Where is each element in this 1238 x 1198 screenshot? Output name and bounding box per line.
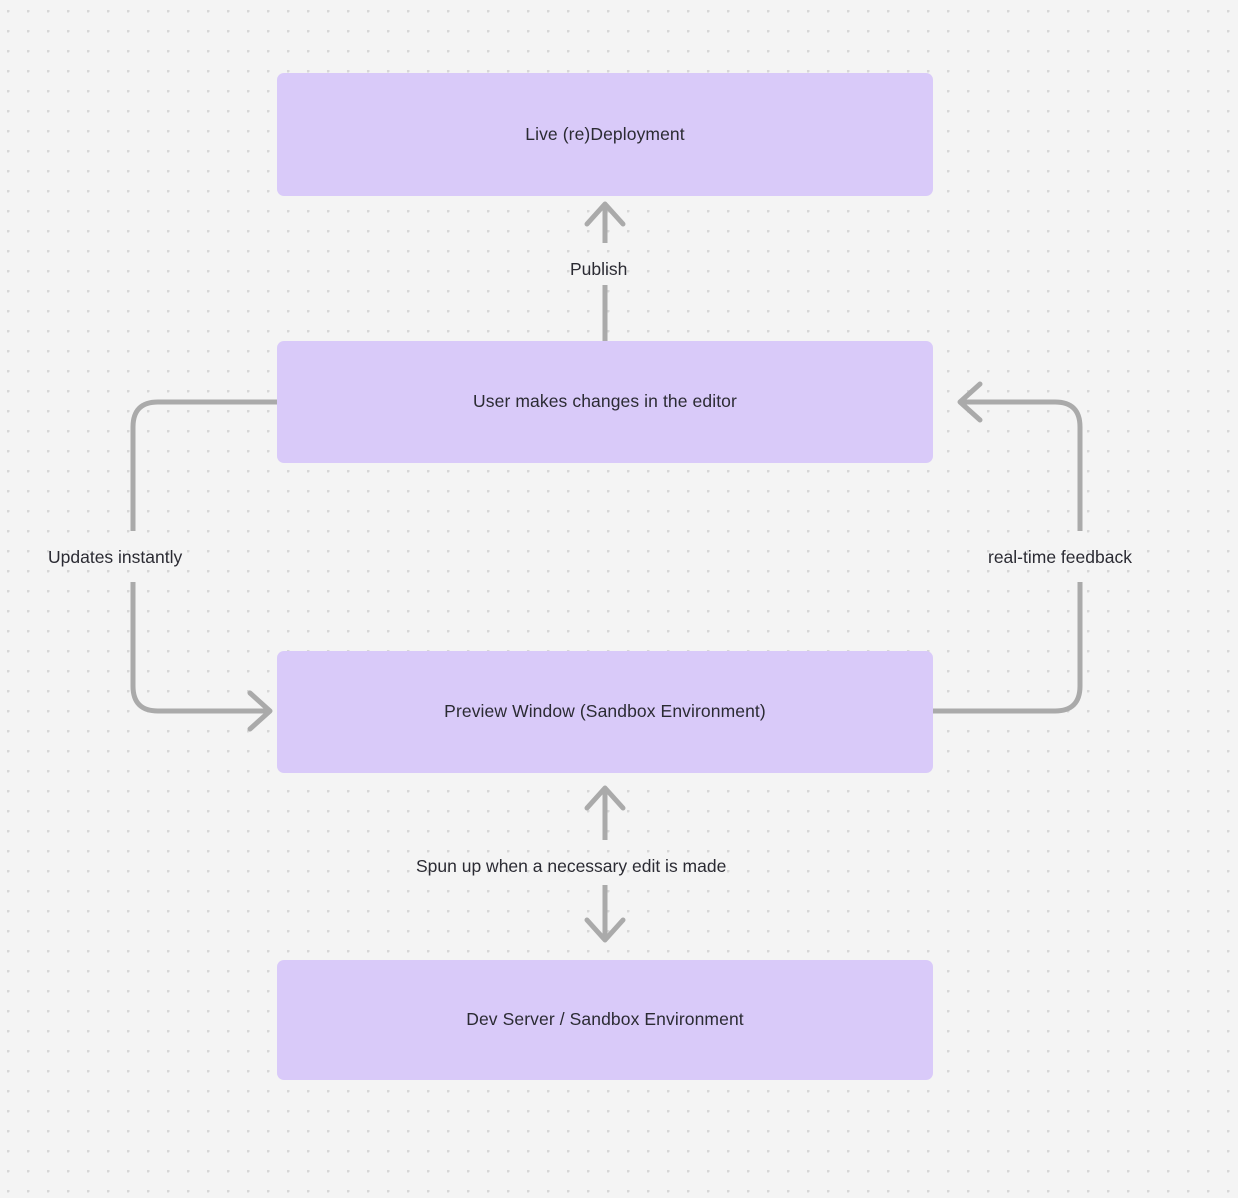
node-label: Dev Server / Sandbox Environment	[466, 1009, 744, 1030]
edge-label-updates-instantly: Updates instantly	[48, 547, 183, 567]
node-dev-server[interactable]: Dev Server / Sandbox Environment	[277, 960, 933, 1080]
edge-label-spun-up: Spun up when a necessary edit is made	[416, 856, 727, 876]
node-user-makes-changes[interactable]: User makes changes in the editor	[277, 341, 933, 463]
node-label: Live (re)Deployment	[525, 123, 685, 144]
node-label: Preview Window (Sandbox Environment)	[444, 701, 766, 722]
edge-label-real-time-feedback: real-time feedback	[988, 547, 1132, 567]
node-live-redeployment[interactable]: Live (re)Deployment	[277, 73, 933, 196]
edge-label-publish: Publish	[570, 259, 628, 279]
node-label: User makes changes in the editor	[473, 391, 737, 412]
node-preview-window[interactable]: Preview Window (Sandbox Environment)	[277, 651, 933, 773]
